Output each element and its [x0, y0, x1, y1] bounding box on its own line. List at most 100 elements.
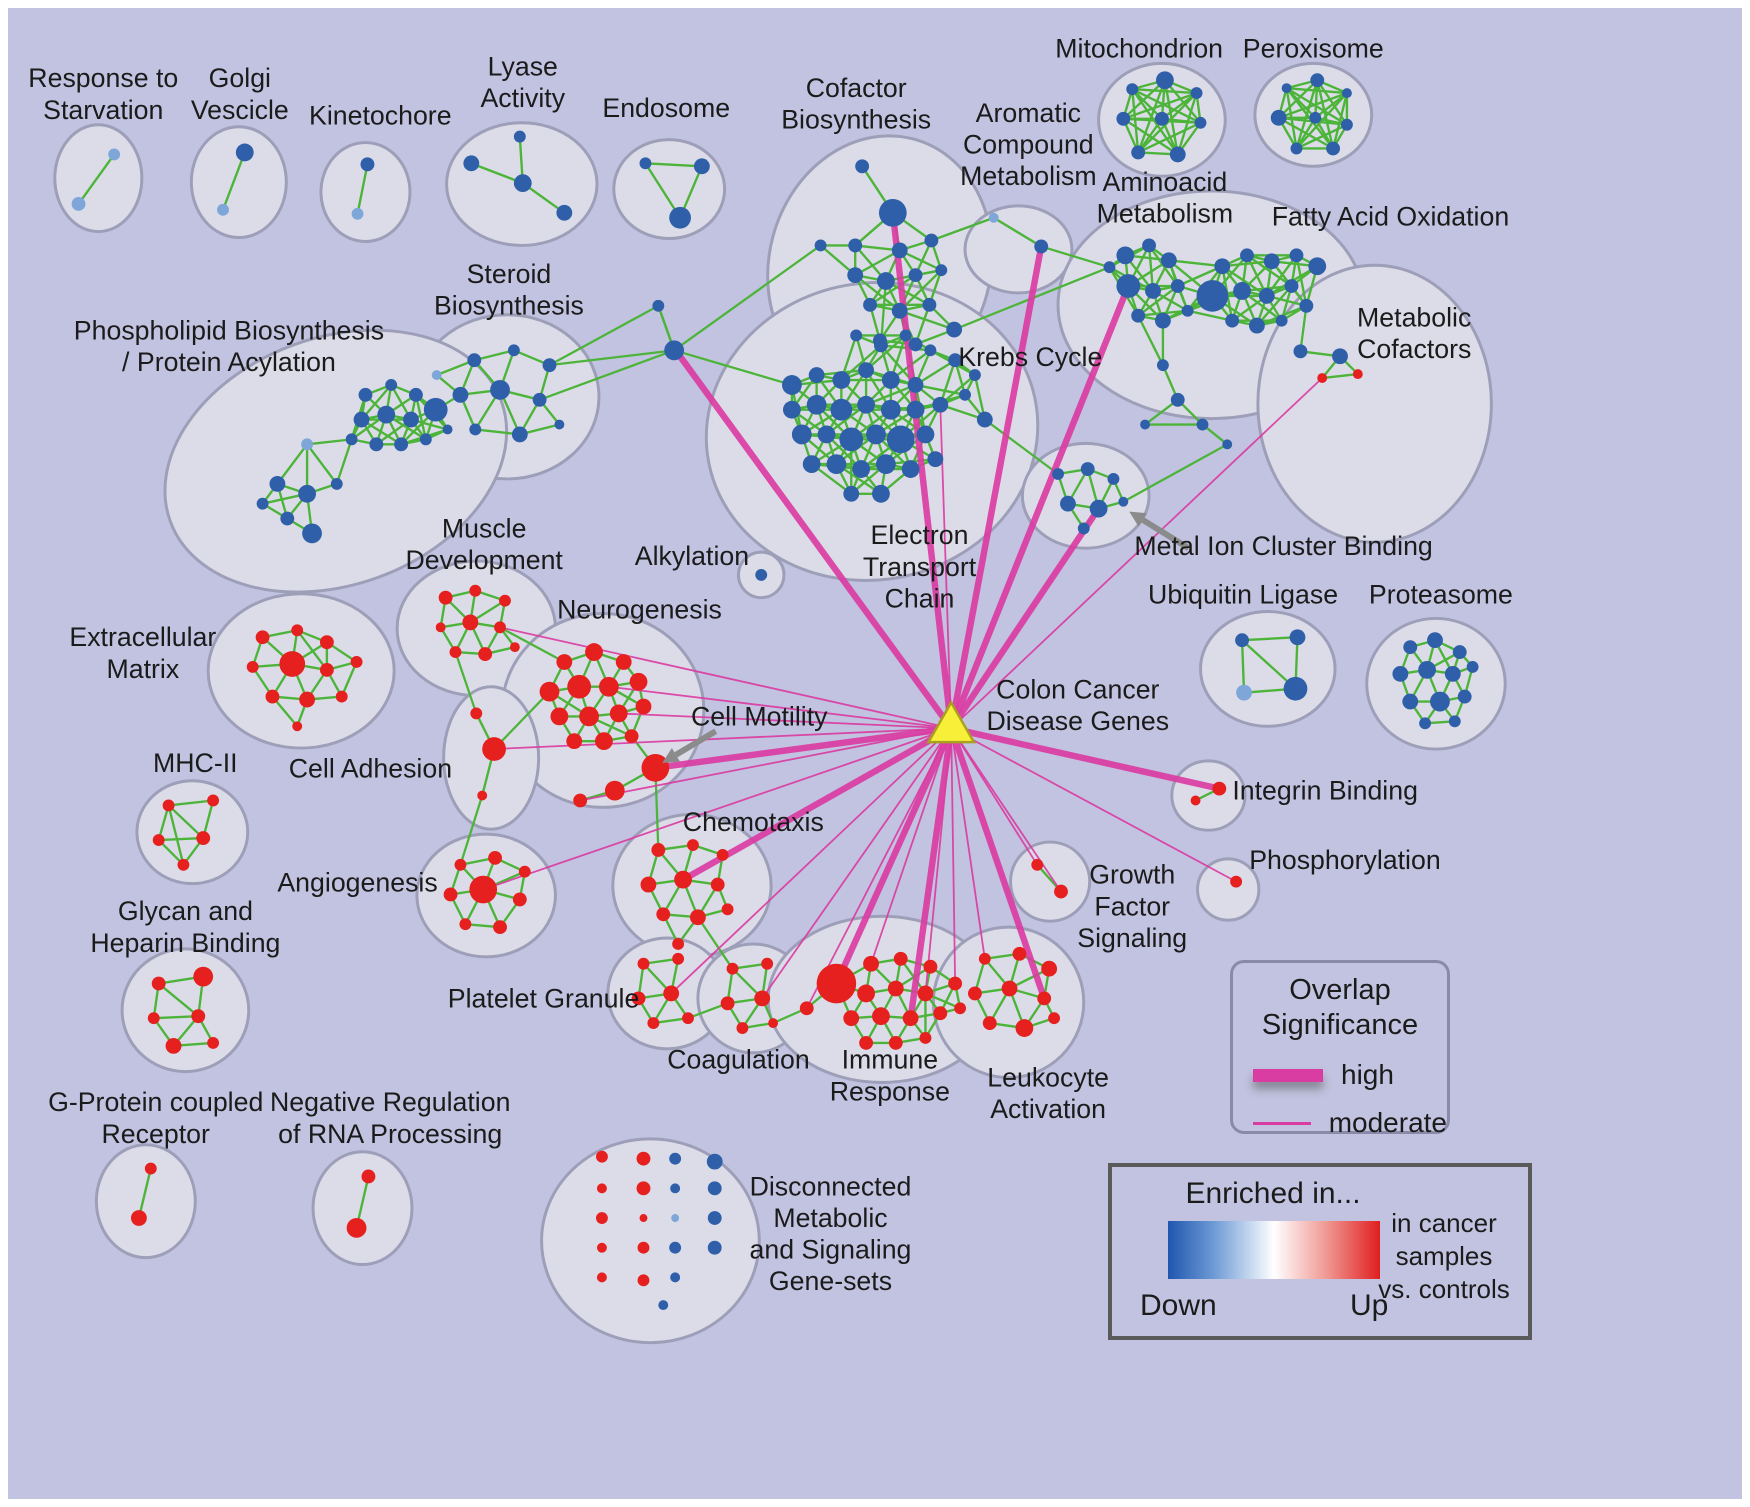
gene-set-node — [556, 654, 573, 670]
gene-set-node — [1317, 373, 1328, 383]
enrichment-note-line2: samples — [1395, 1241, 1493, 1271]
gene-set-node — [872, 484, 890, 503]
gene-set-node — [802, 455, 821, 474]
gene-set-node — [335, 690, 348, 703]
gene-set-node — [1230, 875, 1243, 888]
gene-set-link — [931, 216, 995, 242]
cluster-bubble-kinetochore — [319, 141, 412, 243]
gene-set-node — [1212, 781, 1227, 796]
overlap-edge-high — [674, 350, 954, 731]
gene-set-node — [858, 362, 875, 379]
gene-set-node — [1444, 665, 1461, 682]
gene-set-node — [1222, 439, 1233, 450]
gene-set-node — [693, 158, 710, 175]
gene-set-node — [637, 1241, 650, 1254]
gene-set-node — [707, 1211, 722, 1225]
gene-set-node — [1041, 960, 1058, 977]
gene-set-node — [403, 411, 419, 428]
gene-set-edge — [1256, 285, 1293, 327]
cluster-bubble-glycan-heparin-binding — [120, 947, 251, 1074]
gene-set-node — [1170, 279, 1185, 293]
overlap-edge-high — [948, 506, 1102, 731]
gene-set-node — [843, 485, 860, 502]
annotation-arrows-layer — [662, 511, 1191, 763]
gene-set-node — [1190, 795, 1201, 806]
gene-set-node — [669, 1152, 682, 1165]
disease-genes-hub — [926, 700, 977, 744]
cluster-bubble-endosome — [612, 138, 727, 241]
gene-set-edge — [221, 152, 246, 211]
gene-set-node — [269, 475, 286, 492]
gene-set-node — [901, 460, 920, 478]
overlap-edge-moderate — [805, 727, 952, 1009]
gene-set-node — [1340, 118, 1353, 131]
gene-set-edge — [340, 661, 358, 698]
overlap-edge-moderate — [924, 728, 953, 994]
gene-set-node — [1015, 1019, 1034, 1037]
gene-set-node — [1131, 308, 1146, 323]
gene-set-node — [857, 395, 875, 414]
gene-set-edge — [306, 443, 338, 485]
gene-set-node — [917, 985, 934, 1002]
gene-set-node — [988, 212, 999, 223]
label-kinetochore: Kinetochore — [309, 101, 452, 131]
gene-set-node — [1402, 693, 1419, 710]
gene-set-link — [499, 626, 565, 663]
cluster-bubble-disconnected-gene-sets — [540, 1137, 761, 1345]
gene-set-node — [511, 426, 528, 443]
gene-set-node — [1233, 282, 1251, 300]
gene-set-edge — [993, 216, 1042, 248]
gene-set-node — [477, 790, 488, 801]
gene-set-node — [319, 635, 334, 650]
gene-set-link — [984, 418, 1059, 475]
gene-set-node — [532, 392, 547, 407]
gene-set-node — [669, 206, 691, 229]
gene-set-node — [1248, 317, 1265, 334]
gene-set-node — [1258, 287, 1275, 304]
gene-set-node — [463, 155, 480, 172]
gene-set-node — [670, 1183, 681, 1194]
legend-overlap-significance: Overlap Significance high moderate — [1230, 960, 1450, 1138]
gene-set-node — [177, 858, 190, 871]
overlap-edge-high — [950, 725, 1221, 792]
pointer-arrow — [1141, 517, 1191, 551]
gene-set-node — [1118, 496, 1129, 507]
gene-set-node — [857, 984, 875, 1003]
gene-set-node — [1107, 473, 1120, 485]
gene-set-node — [907, 377, 924, 393]
gene-set-node — [345, 433, 358, 446]
gene-set-node — [968, 986, 982, 1001]
gene-set-edge — [414, 394, 427, 440]
gene-set-node — [554, 419, 565, 430]
gene-set-node — [147, 1012, 160, 1025]
gene-set-node — [954, 1002, 967, 1015]
gene-set-node — [353, 411, 370, 428]
gene-set-edge — [1322, 372, 1358, 380]
gene-set-node — [886, 425, 915, 454]
gene-set-edge — [1277, 79, 1319, 119]
gene-set-node — [377, 405, 396, 424]
gene-set-node — [875, 454, 896, 474]
gene-set-node — [791, 424, 812, 445]
gene-set-node — [799, 1001, 814, 1016]
gene-set-node — [637, 1274, 650, 1287]
gene-set-node — [330, 477, 343, 490]
gene-set-node — [490, 380, 510, 400]
overlap-edge-moderate — [950, 377, 1323, 729]
gene-set-node — [736, 1022, 749, 1034]
cluster-bubble-g-protein-coupled-receptor — [94, 1143, 197, 1260]
gene-set-node — [982, 1016, 997, 1031]
gene-set-node — [1031, 858, 1044, 871]
gene-set-node — [1156, 359, 1169, 372]
gene-set-node — [1341, 88, 1352, 99]
gene-set-node — [1332, 348, 1348, 365]
gene-set-edge — [158, 836, 204, 842]
gene-set-node — [922, 297, 937, 312]
gene-set-node — [663, 985, 680, 1002]
